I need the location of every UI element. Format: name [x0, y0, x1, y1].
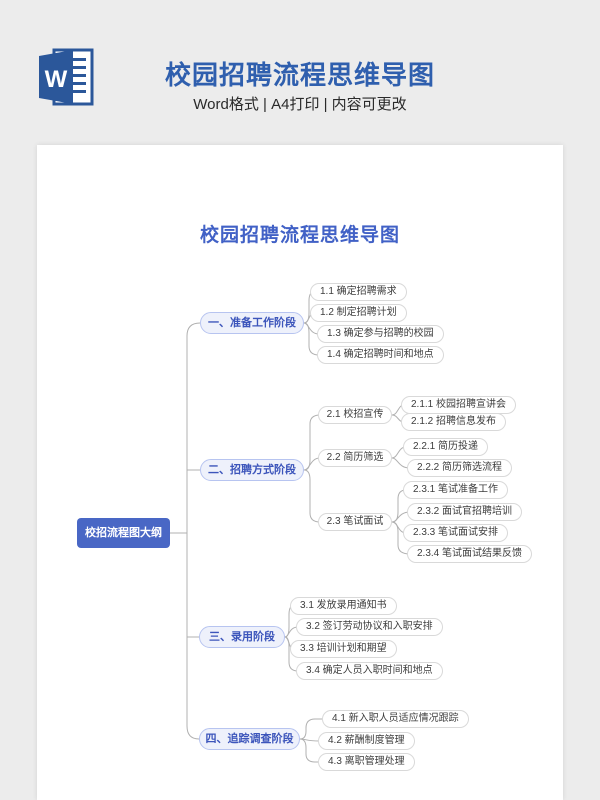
header-title: 校园招聘流程思维导图	[164, 60, 435, 90]
leaf-node: 2.1.2 招聘信息发布	[401, 413, 507, 431]
connector-line	[186, 322, 201, 740]
leaf-node: 2.3.1 笔试准备工作	[403, 481, 509, 499]
leaf-node: 2.3.2 面试官招聘培训	[407, 503, 523, 521]
connector-line	[299, 738, 321, 763]
connector-line	[299, 718, 325, 740]
leaf-node: 1.4 确定招聘时间和地点	[317, 346, 444, 364]
leaf-node: 4.2 薪酬制度管理	[318, 732, 415, 750]
header-subtitle: Word格式 | A4打印 | 内容可更改	[193, 96, 407, 113]
leaf-node: 2.3.3 笔试面试安排	[403, 524, 509, 542]
branch-node-recruiting-methods: 二、招聘方式阶段	[200, 459, 304, 481]
mindmap-title: 校园招聘流程思维导图	[199, 225, 400, 246]
leaf-node: 2.2.2 简历筛选流程	[407, 459, 513, 477]
leaf-node: 2.1.1 校园招聘宣讲会	[401, 396, 517, 414]
word-icon: W	[39, 48, 94, 106]
header: W 校园招聘流程思维导图 Word格式 | A4打印 | 内容可更改	[0, 0, 600, 145]
branch-node-follow-up: 四、追踪调查阶段	[199, 728, 300, 750]
connector-line	[303, 322, 320, 356]
connector-line	[391, 521, 411, 555]
branch-node-hiring: 三、录用阶段	[199, 626, 285, 648]
subbranch-node: 2.1 校招宣传	[318, 406, 392, 424]
leaf-node: 3.3 培训计划和期望	[290, 640, 397, 658]
branch-node-preparation: 一、准备工作阶段	[200, 312, 304, 334]
connector-line	[284, 636, 299, 672]
leaf-node: 4.1 新入职人员适应情况跟踪	[322, 710, 469, 728]
leaf-node: 2.2.1 简历投递	[403, 438, 489, 456]
svg-text:W: W	[45, 66, 68, 93]
leaf-node: 1.2 制定招聘计划	[310, 304, 407, 322]
leaf-node: 1.1 确定招聘需求	[310, 283, 407, 301]
leaf-node: 1.3 确定参与招聘的校园	[317, 325, 444, 343]
leaf-node: 3.4 确定人员入职时间和地点	[296, 662, 443, 680]
leaf-node: 3.2 签订劳动协议和入职安排	[296, 618, 443, 636]
mindmap-root-node: 校招流程图大纲	[77, 518, 170, 548]
leaf-node: 4.3 离职管理处理	[318, 753, 415, 771]
subbranch-node: 2.2 简历筛选	[318, 449, 392, 467]
connector-line	[303, 469, 321, 523]
leaf-node: 2.3.4 笔试面试结果反馈	[407, 545, 533, 563]
leaf-node: 3.1 发放录用通知书	[290, 597, 397, 615]
subbranch-node: 2.3 笔试面试	[318, 513, 392, 531]
